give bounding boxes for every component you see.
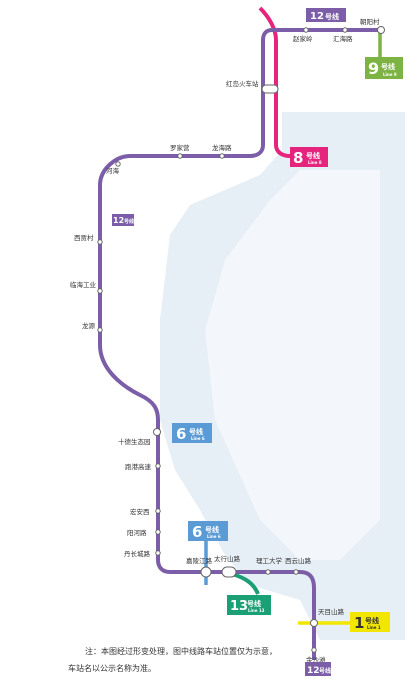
station-dot-luojia[interactable] <box>177 153 183 159</box>
label-xiyun: 西云山路 <box>285 556 312 565</box>
label-linhai: 临海工业 <box>70 280 97 289</box>
badge-6a-cn: 号线 <box>189 427 203 436</box>
label-luojia: 罗家营 <box>170 143 190 152</box>
station-dot-danchang[interactable] <box>155 550 161 556</box>
station-dot-shide[interactable] <box>153 428 161 436</box>
badge-6b-num: 6 <box>192 523 202 541</box>
station-dots <box>97 26 385 653</box>
badge-8-cn: 号线 <box>306 151 320 160</box>
label-gangwan: 跑港高速 <box>125 462 152 471</box>
badge-1-num: 1 <box>354 614 364 632</box>
station-dot-jinsha[interactable] <box>311 647 317 653</box>
badge-6a-num: 6 <box>176 425 186 443</box>
station-dot-tianjing[interactable] <box>310 619 318 627</box>
line-badge-13: 13 号线 Line 13 <box>227 595 271 615</box>
label-hongan: 宏安西 <box>130 507 150 516</box>
line-badge-12-mid: 12 号线 <box>112 214 134 226</box>
station-dot-taihang[interactable] <box>221 566 237 578</box>
badge-8-num: 8 <box>293 149 303 167</box>
badge-12-top-cn: 号线 <box>325 12 339 21</box>
line-badge-12-top: 12 号线 <box>306 8 346 22</box>
note-line-2: 车站名以公示名称为准。 <box>68 663 156 673</box>
station-dot-hehai[interactable] <box>115 161 121 167</box>
badge-13-en: Line 13 <box>248 608 265 613</box>
badge-9-num: 9 <box>368 59 379 78</box>
badge-12-mid-num: 12 <box>113 216 124 225</box>
line-badge-12-bottom: 12 号线 <box>305 662 331 676</box>
label-jialing: 嘉陵江路 <box>186 556 213 565</box>
station-dot-chaoyang[interactable] <box>377 26 385 34</box>
station-dot-xiyun[interactable] <box>293 569 299 575</box>
badge-12-bottom-num: 12 <box>307 666 320 676</box>
line-badge-8: 8 号线 Line 8 <box>290 147 328 167</box>
badge-8-en: Line 8 <box>308 160 322 165</box>
badge-9-cn: 号线 <box>381 62 395 71</box>
station-dot-linhai[interactable] <box>97 288 103 294</box>
label-danchang: 丹长城路 <box>124 549 151 558</box>
line-badge-6-b: 6 号线 Line 6 <box>188 521 228 541</box>
station-dot-yanghe[interactable] <box>155 529 161 535</box>
badge-13-num: 13 <box>230 599 248 614</box>
label-shide: 十德生态园 <box>118 437 151 446</box>
badge-12-top-num: 12 <box>310 11 324 22</box>
station-dot-longyuan[interactable] <box>97 327 103 333</box>
line-12-track <box>98 28 382 660</box>
label-yanghe: 阳河路 <box>127 528 147 537</box>
label-longhai: 龙海路 <box>212 143 232 152</box>
label-xijia: 西贾村 <box>74 233 94 242</box>
line-badge-6-a: 6 号线 Line 6 <box>172 423 212 443</box>
label-jinsha: 金沙滩 <box>306 655 326 664</box>
badge-9-en: Line 9 <box>383 72 397 77</box>
label-hehai: 河海 <box>106 166 120 175</box>
badge-1-en: Line 1 <box>367 625 381 630</box>
badge-13-cn: 号线 <box>247 599 261 608</box>
label-honggao: 红岛火车站 <box>226 79 259 88</box>
station-dot-longhai[interactable] <box>219 153 225 159</box>
label-huihai: 汇海路 <box>333 34 353 43</box>
station-dot-xijia[interactable] <box>97 239 103 245</box>
station-labels: 朝阳村 赵家岭 汇海路 红岛火车站 罗家营 龙海路 河海 西贾村 临海工业 龙源… <box>70 17 380 664</box>
station-dot-zhaojia[interactable] <box>303 27 309 33</box>
station-dot-honggao[interactable] <box>261 84 279 94</box>
bay-inner <box>205 170 380 560</box>
label-longyuan: 龙源 <box>82 321 96 330</box>
line-badge-1: 1 号线 Line 1 <box>350 612 390 632</box>
label-zhaojia: 赵家岭 <box>293 34 313 43</box>
station-dot-hongan[interactable] <box>155 508 161 514</box>
line-badge-9: 9 号线 Line 9 <box>365 57 403 79</box>
badge-6b-en: Line 6 <box>207 534 221 539</box>
station-dot-huihai[interactable] <box>342 27 348 33</box>
station-dot-ligong[interactable] <box>265 569 271 575</box>
badge-6b-cn: 号线 <box>205 525 219 534</box>
label-tianjing: 天目山路 <box>318 607 345 616</box>
note-line-1: 注：本图经过形变处理，图中线路车站位置仅为示意， <box>85 646 277 656</box>
label-taihang: 太行山路 <box>214 554 241 563</box>
badge-6a-en: Line 6 <box>191 436 205 441</box>
badge-1-cn: 号线 <box>365 616 379 625</box>
label-chaoyang: 朝阳村 <box>360 17 380 26</box>
station-dot-jialing[interactable] <box>200 566 212 578</box>
label-ligong: 理工大学 <box>256 556 283 565</box>
station-dot-gangwan[interactable] <box>155 463 161 469</box>
badge-12-bottom-cn: 号线 <box>319 667 331 675</box>
badge-12-mid-cn: 号线 <box>124 218 134 225</box>
